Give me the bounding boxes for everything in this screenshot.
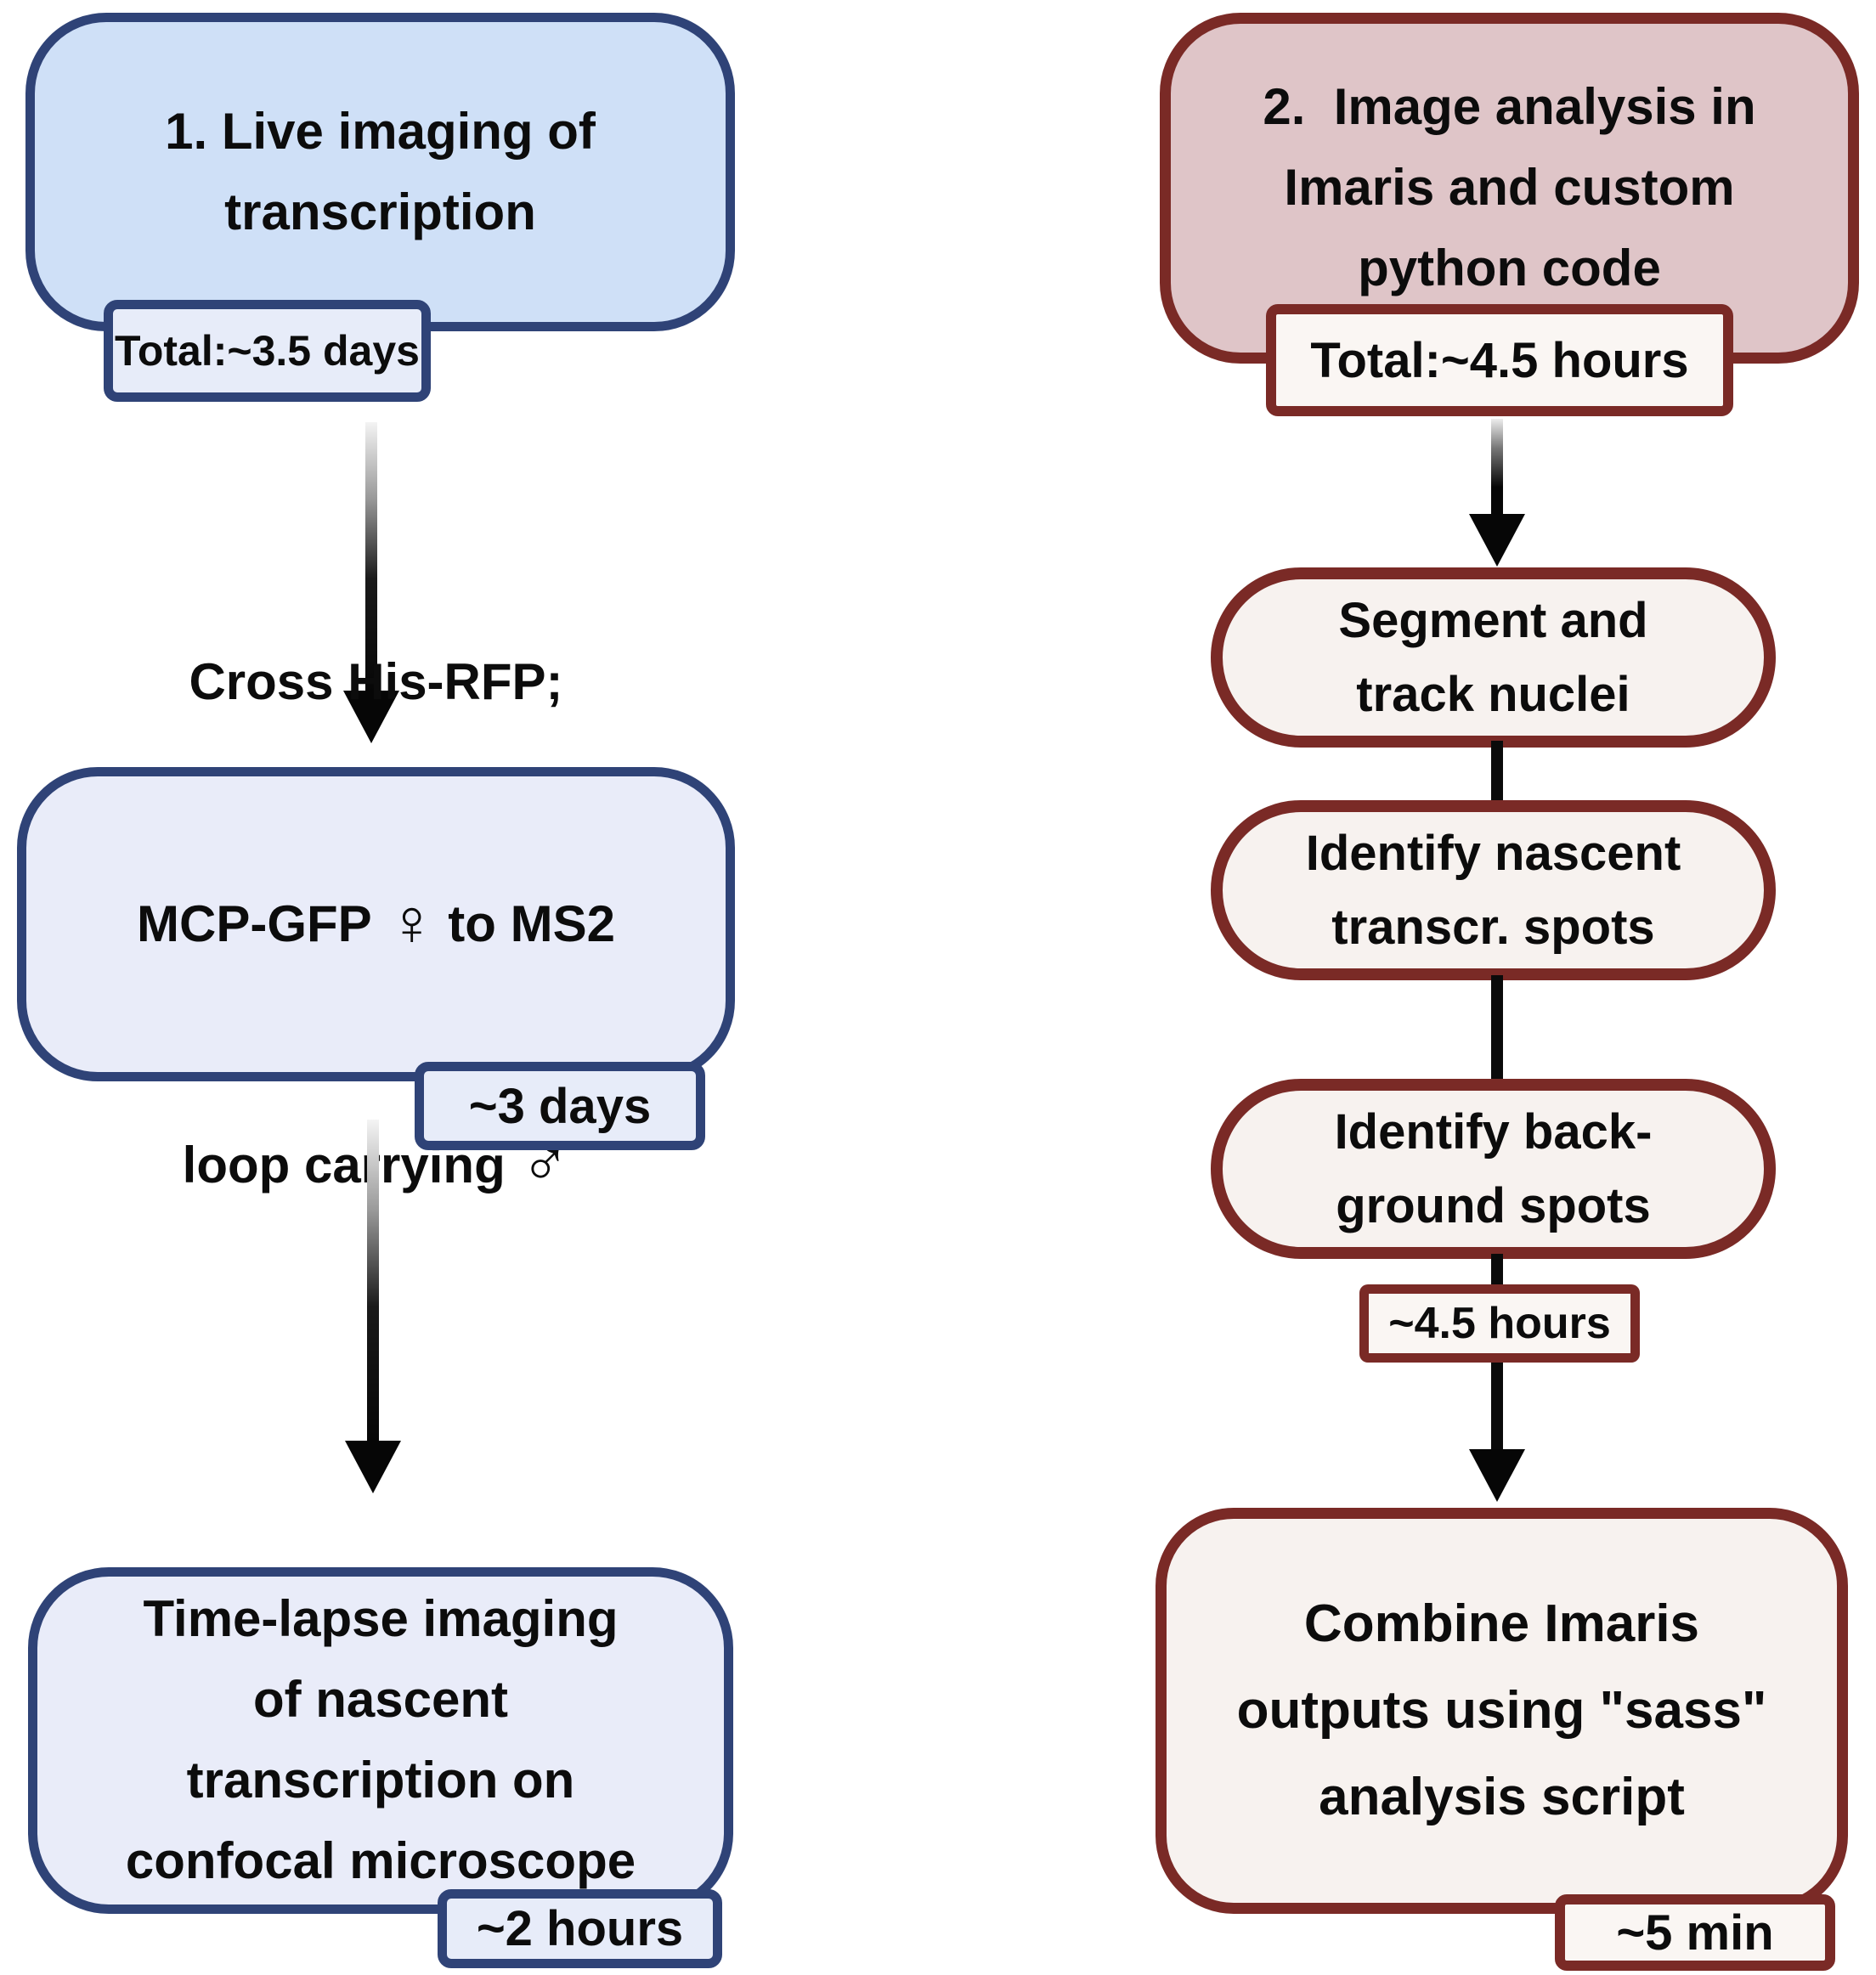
down-arrow-stem [1491,419,1503,516]
combine-outputs-box: Combine Imaris outputs using "sass" anal… [1156,1508,1848,1914]
connector-line [1491,1254,1503,1293]
down-arrow-stem [367,1120,379,1442]
down-arrow-icon [1469,1449,1525,1502]
female-icon: ♀ [387,885,437,959]
cross-line2: MCP-GFP♀to MS2 [137,885,615,959]
cross-flies-text: Cross His-RFP; MCP-GFP♀to MS2 loop carry… [137,482,615,1368]
down-arrow-stem [1491,1359,1503,1451]
timelapse-duration-badge: ~2 hours [438,1889,722,1968]
down-arrow-icon [343,691,399,743]
combine-duration-badge: ~5 min [1555,1894,1835,1971]
cross-flies-box: Cross His-RFP; MCP-GFP♀to MS2 loop carry… [17,653,735,1196]
segment-track-nuclei-pill: Segment and track nuclei [1211,567,1776,748]
down-arrow-icon [345,1441,401,1493]
cross-line1: Cross His-RFP; [189,653,563,711]
identify-nascent-spots-pill: Identify nascent transcr. spots [1211,800,1776,980]
image-analysis-total-badge: Total:~4.5 hours [1266,304,1733,416]
down-arrow-stem [365,422,377,692]
cross-duration-badge: ~3 days [415,1062,705,1150]
timelapse-imaging-box: Time-lapse imaging of nascent transcript… [28,1567,733,1914]
cross-line3: loop carrying♂ [182,1127,570,1200]
connector-line [1491,975,1503,1086]
analysis-duration-badge: ~4.5 hours [1359,1284,1640,1363]
connector-line [1491,741,1503,807]
down-arrow-icon [1469,514,1525,567]
live-imaging-total-badge: Total:~3.5 days [104,300,431,402]
live-imaging-box: 1. Live imaging of transcription [25,13,735,331]
identify-background-spots-pill: Identify back- ground spots [1211,1079,1776,1259]
